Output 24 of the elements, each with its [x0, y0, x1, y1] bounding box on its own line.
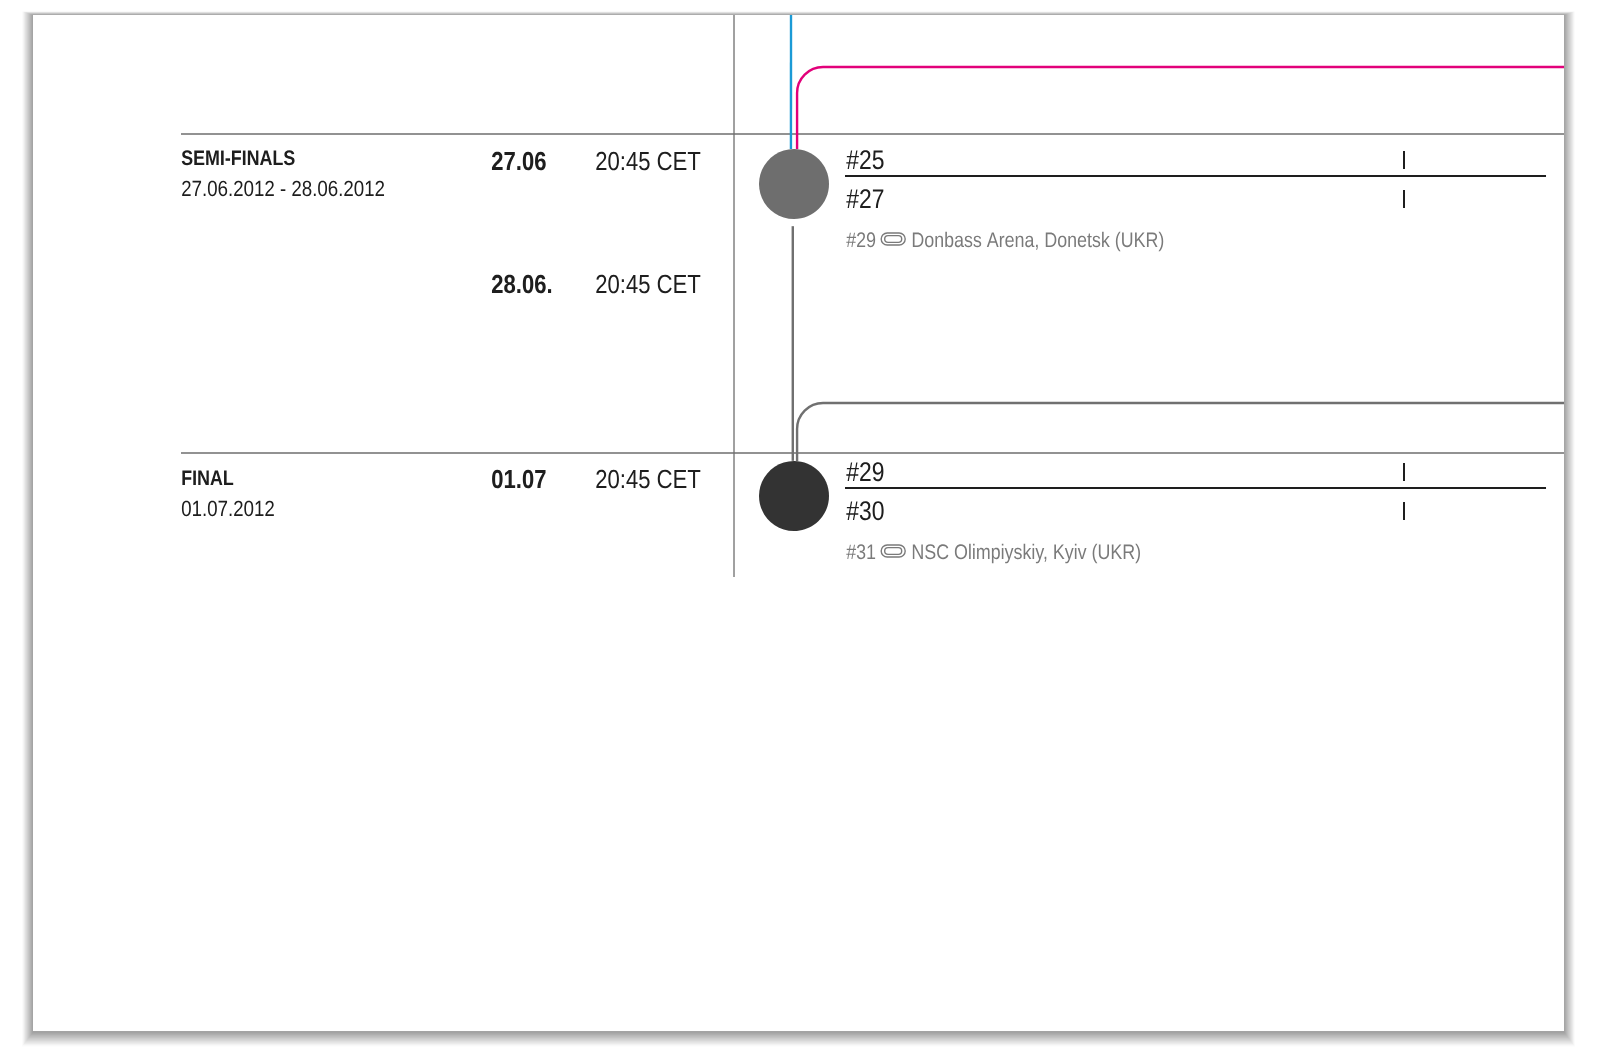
team-slot: #29 — [846, 462, 884, 482]
team-slot: #27 — [846, 189, 884, 208]
venue-name: Donbass Arena, Donetsk (UKR) — [912, 231, 1164, 252]
match-dot — [759, 149, 829, 219]
date-range: 27.06.2012 - 28.06.2012 — [182, 180, 384, 197]
match-date: 28.06. — [492, 274, 552, 294]
team-slot: #30 — [846, 501, 884, 521]
round-title: SEMI-FINALS — [181, 150, 295, 166]
round-title: FINAL — [182, 470, 234, 485]
match-number: #31 — [846, 544, 876, 560]
kickoff-time: 20:45 CET — [596, 274, 701, 294]
connector-line — [795, 401, 1564, 461]
date-range: 01.07.2012 — [181, 500, 274, 517]
kickoff-time: 20:45 CET — [596, 151, 701, 171]
connector-line — [795, 65, 1564, 149]
match-dot — [759, 461, 829, 531]
connector-line — [791, 226, 794, 461]
connector-line — [789, 15, 793, 149]
venue-name: NSC Olimpiyskiy, Kyiv (UKR) — [912, 543, 1140, 564]
match-date: 27.06 — [492, 151, 546, 171]
match-date: 01.07 — [492, 469, 546, 489]
match-number: #29 — [846, 232, 876, 248]
team-slot: #25 — [846, 150, 884, 170]
kickoff-time: 20:45 CET — [596, 469, 701, 489]
